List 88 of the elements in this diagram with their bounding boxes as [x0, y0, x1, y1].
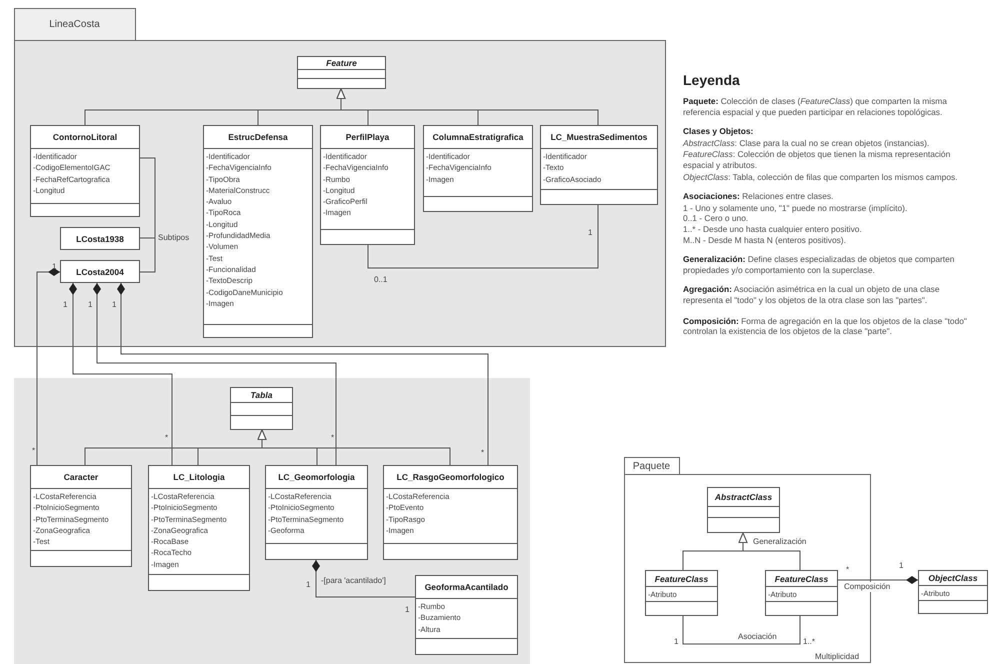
composition-line — [69, 282, 172, 466]
composition-line — [312, 560, 416, 598]
multiplicity-label: 1 — [405, 605, 410, 615]
generalization-arrow — [336, 88, 598, 126]
class-box — [297, 56, 386, 89]
edge-label: Asociación — [737, 632, 778, 642]
class-box — [320, 125, 415, 245]
class-box — [30, 465, 132, 567]
legend-text: M..N - Desde M hasta N (enteros positivos). — [683, 234, 847, 246]
legend-subheading: Clases y Objetos: — [683, 126, 754, 137]
edge-label: -[para 'acantilado'] — [320, 576, 387, 586]
edge-label: Composición — [843, 582, 892, 592]
class-name: LC_RasgoGeomorfologico — [396, 471, 506, 484]
association-line — [140, 158, 156, 272]
multiplicity-label: * — [846, 565, 850, 575]
class-name: AbstractClass — [714, 491, 774, 504]
class-box — [540, 125, 658, 205]
multiplicity-label: 1 — [63, 300, 68, 310]
class-name: LCosta1938 — [75, 232, 125, 246]
multiplicity-label: * — [32, 446, 36, 456]
class-name: ContornoLitoral — [52, 131, 118, 144]
class-box — [230, 387, 293, 430]
legend-text: Agregación: Asociación asimétrica en la cual un objeto de una clase representa el "todo" y los objetos de la otra clase son las "partes". — [683, 284, 941, 306]
class-box — [423, 125, 533, 212]
legend-text: AbstractClass: Clase para la cual no se crean objetos (instancias). — [683, 138, 930, 148]
class-name: GeoformaAcantilado — [424, 581, 510, 594]
generalization-arrow — [258, 430, 450, 466]
composition-line — [838, 576, 918, 584]
package-name: LineaCosta — [48, 18, 101, 32]
multiplicity-label: Multiplicidad — [815, 652, 860, 662]
class-name: LC_Geomorfologia — [277, 471, 356, 484]
legend-text: 0..1 - Cero o uno. — [683, 213, 750, 224]
class-box — [415, 575, 518, 655]
class-name: PerfilPlaya — [344, 131, 390, 144]
legend-text: FeatureClass: Colección de objetos que tienen la misma representación espacial y atributos. — [683, 149, 952, 171]
class-name: EstrucDefensa — [227, 131, 289, 144]
legend-text: 1..* - Desde uno hasta cualquier entero positivo. — [683, 224, 863, 235]
class-name: Tabla — [250, 389, 274, 402]
multiplicity-label: * — [331, 433, 334, 443]
package-name: Paquete — [632, 460, 672, 474]
multiplicity-label: 0..1 — [374, 275, 388, 285]
multiplicity-label: 1 — [306, 580, 310, 590]
class-name: Caracter — [62, 471, 100, 484]
composition-line — [36, 268, 60, 466]
class-name: LC_Litologia — [172, 471, 226, 484]
composition-line — [93, 282, 336, 466]
package — [14, 8, 666, 347]
composition-line — [117, 282, 488, 466]
class-name: FeatureClass — [654, 572, 710, 586]
legend-text: Asociaciones: Relaciones entre clases. — [683, 191, 834, 202]
legend-text: 1 - Uno y solamente uno, "1" puede no mostrarse (implícito). — [683, 202, 908, 214]
multiplicity-label: 1 — [899, 561, 904, 571]
association-line — [682, 616, 800, 644]
class-box — [148, 465, 250, 591]
class-name: Feature — [325, 57, 358, 69]
multiplicity-label: 1 — [674, 637, 678, 647]
multiplicity-label: 1 — [52, 262, 56, 272]
multiplicity-label: 1 — [112, 300, 116, 310]
multiplicity-label: 1 — [588, 228, 592, 238]
edge-label: Generalización — [752, 537, 808, 547]
association-line — [368, 204, 598, 268]
package-area — [14, 378, 530, 664]
class-box — [383, 465, 518, 560]
legend-text: Generalización: Define clases especializadas de objetos que comparten propiedades y/o comportamiento con la superclase. — [683, 254, 956, 276]
class-box — [265, 465, 368, 560]
legend-heading: Leyenda — [683, 72, 741, 88]
class-name: FeatureClass — [774, 572, 830, 586]
class-name: ColumnaEstratigrafica — [432, 131, 524, 144]
legend-text: ObjectClass: Tabla, colección de filas que comparten los mismos campos. — [683, 172, 958, 182]
class-name: LC_MuestraSedimentos — [550, 131, 648, 144]
legend-text: Composición: Forma de agregación en la que los objetos de la clase "todo" controlan la existencia de los objetos de la clase "parte". — [683, 316, 968, 337]
class-box — [918, 570, 988, 614]
multiplicity-label: 1..* — [803, 637, 816, 647]
class-box — [60, 260, 140, 283]
generalization-arrow — [738, 532, 800, 570]
class-box — [707, 487, 780, 533]
class-name: LCosta2004 — [75, 266, 125, 278]
class-box — [765, 570, 838, 616]
multiplicity-label: * — [165, 433, 168, 443]
class-box — [645, 570, 718, 616]
class-box — [203, 125, 313, 338]
legend-text: Paquete: Colección de clases (FeatureClass) que comparten la misma referencia espacial y que pueden participar en relaciones topológicas. — [683, 96, 948, 118]
edge-label: Subtipos — [157, 233, 190, 243]
multiplicity-label: * — [481, 448, 484, 458]
class-name: ObjectClass — [927, 572, 979, 586]
class-box — [30, 125, 140, 217]
class-box — [60, 227, 140, 250]
multiplicity-label: 1 — [88, 300, 92, 310]
